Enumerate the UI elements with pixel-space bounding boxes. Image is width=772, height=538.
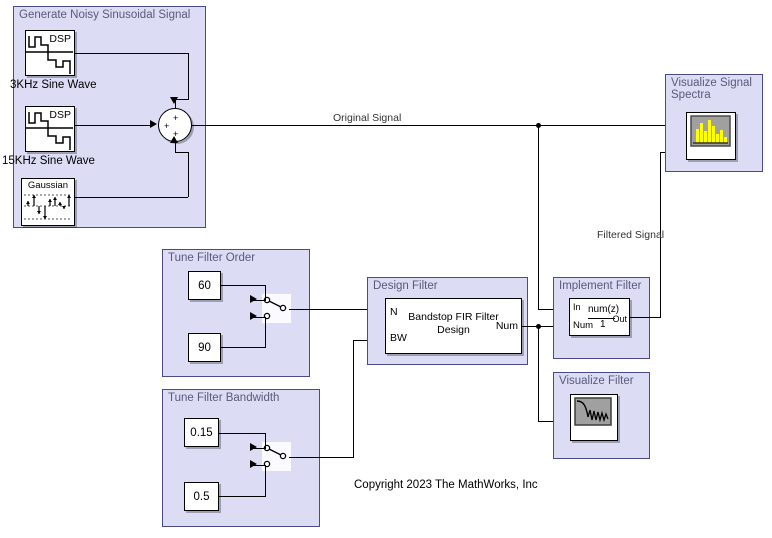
area-title-visualize-filter: Visualize Filter xyxy=(559,375,634,387)
wire-original-branch-v xyxy=(538,125,539,309)
copyright-text: Copyright 2023 The MathWorks, Inc xyxy=(354,479,538,491)
wire-bw05-h2 xyxy=(252,465,266,466)
arrow-switch-bw-in2 xyxy=(250,460,257,468)
spectrum-analyzer-icon xyxy=(687,113,735,159)
constant-value-bw-015: 0.15 xyxy=(190,426,213,439)
gaussian-badge: Gaussian xyxy=(27,180,69,191)
wire-num-branch-h xyxy=(538,421,567,422)
block-digital-filter[interactable]: In Num Out num(z) 1 xyxy=(569,298,630,336)
constant-block-order-90[interactable]: 90 xyxy=(188,333,221,362)
area-title-tune-filter-bandwidth: Tune Filter Bandwidth xyxy=(168,392,280,404)
area-title-implement-filter: Implement Filter xyxy=(559,280,642,292)
wire-noise-h xyxy=(75,197,188,198)
transfer-fcn-numerator: num(z) xyxy=(588,304,620,315)
arrow-sum-top xyxy=(170,97,178,104)
constant-block-order-60[interactable]: 60 xyxy=(188,271,221,300)
wire-sine1-h2 xyxy=(175,99,189,100)
arrow-switch-bw-in1 xyxy=(250,443,257,451)
wire-order60-h xyxy=(221,285,266,286)
block-15khz-sine-wave[interactable]: DSP xyxy=(25,106,75,152)
dsp-badge-sine2: DSP xyxy=(49,109,71,121)
port-label-in: In xyxy=(573,302,581,312)
area-title-generate-noisy-sinusoidal-signal: Generate Noisy Sinusoidal Signal xyxy=(19,9,191,21)
constant-value-order-90: 90 xyxy=(198,341,211,354)
constant-block-bw-05[interactable]: 0.5 xyxy=(184,482,219,511)
transfer-fcn-denominator: 1 xyxy=(600,319,606,330)
block-3khz-sine-wave[interactable]: DSP xyxy=(25,30,75,76)
constant-value-bw-05: 0.5 xyxy=(193,490,210,503)
manual-switch-filter-order[interactable] xyxy=(262,294,291,323)
block-gaussian-noise-generator[interactable]: Gaussian xyxy=(21,178,75,226)
constant-block-bw-015[interactable]: 0.15 xyxy=(184,418,219,447)
transfer-fcn-bar xyxy=(588,318,615,319)
wire-sine1-h xyxy=(75,53,188,54)
port-label-out: Out xyxy=(612,314,627,324)
block-label-3khz-sine-wave: 3KHz Sine Wave xyxy=(10,79,97,91)
dsp-sine-wave-icon xyxy=(26,107,74,151)
arrow-switch-order-in1 xyxy=(250,295,257,303)
wire-noise-v xyxy=(188,152,189,197)
wire-sine2-h xyxy=(75,125,151,126)
signal-label-filtered: Filtered Signal xyxy=(597,229,665,241)
manual-switch-icon xyxy=(262,294,291,323)
area-title-design-filter: Design Filter xyxy=(373,280,438,292)
dsp-sine-wave-icon xyxy=(26,31,74,75)
port-label-num-in: Num xyxy=(573,320,594,331)
wire-bw-out-v xyxy=(353,340,354,458)
gaussian-noise-icon xyxy=(22,192,74,225)
arrow-sum-bottom xyxy=(170,136,178,143)
area-title-visualize-signal-spectra: Visualize Signal Spectra xyxy=(671,77,752,101)
wire-filtered-h1 xyxy=(630,317,661,318)
constant-value-order-60: 60 xyxy=(198,279,211,292)
block-filter-visualizer[interactable] xyxy=(570,394,618,441)
port-label-bw: BW xyxy=(390,332,407,344)
design-filter-title-line1: Bandstop FIR Filter xyxy=(408,311,499,323)
wire-sine1-v2 xyxy=(175,99,176,108)
signal-label-original: Original Signal xyxy=(333,112,402,124)
block-label-15khz-sine-wave: 15KHz Sine Wave xyxy=(2,155,95,167)
arrow-switch-order-in2 xyxy=(250,312,257,320)
wire-bw05-h xyxy=(219,496,266,497)
wire-bw015-h2 xyxy=(252,448,266,449)
wire-filtered-v xyxy=(660,152,661,318)
manual-switch-filter-bandwidth[interactable] xyxy=(262,442,291,471)
design-filter-title-line2: Design xyxy=(437,324,470,336)
wire-num-out xyxy=(522,326,567,327)
wire-order90-h2 xyxy=(252,317,266,318)
wire-order90-h xyxy=(221,347,266,348)
sum-sign-bottom: + xyxy=(173,129,179,139)
sum-sign-left: + xyxy=(164,121,170,131)
sum-sign-top: + xyxy=(173,113,179,123)
wire-order60-v xyxy=(265,285,266,300)
wire-bw015-h xyxy=(219,433,266,434)
wire-original-branch-h xyxy=(538,309,567,310)
wire-noise-v2 xyxy=(175,143,176,153)
block-bandstop-fir-filter-design[interactable]: Bandstop FIR Filter Design N BW Num xyxy=(385,298,522,354)
port-label-num-out: Num xyxy=(495,320,518,332)
wire-sine1-v xyxy=(188,53,189,100)
area-title-tune-filter-order: Tune Filter Order xyxy=(168,252,256,264)
wire-order90-v xyxy=(265,317,266,348)
wire-order-out xyxy=(289,309,382,310)
wire-bw015-v xyxy=(265,433,266,448)
wire-order60-h2 xyxy=(252,300,266,301)
wire-bw-out-h xyxy=(289,457,354,458)
wire-noise-h2 xyxy=(175,152,189,153)
dsp-badge-sine1: DSP xyxy=(49,33,71,45)
block-spectrum-analyzer[interactable] xyxy=(686,112,736,160)
wire-original-signal xyxy=(192,125,673,126)
arrow-sum-left xyxy=(150,120,157,128)
wire-bw05-v xyxy=(265,465,266,497)
filter-visualizer-icon xyxy=(571,395,617,440)
wire-num-branch-v xyxy=(538,326,539,421)
port-label-n: N xyxy=(390,306,398,318)
manual-switch-icon xyxy=(262,442,291,471)
